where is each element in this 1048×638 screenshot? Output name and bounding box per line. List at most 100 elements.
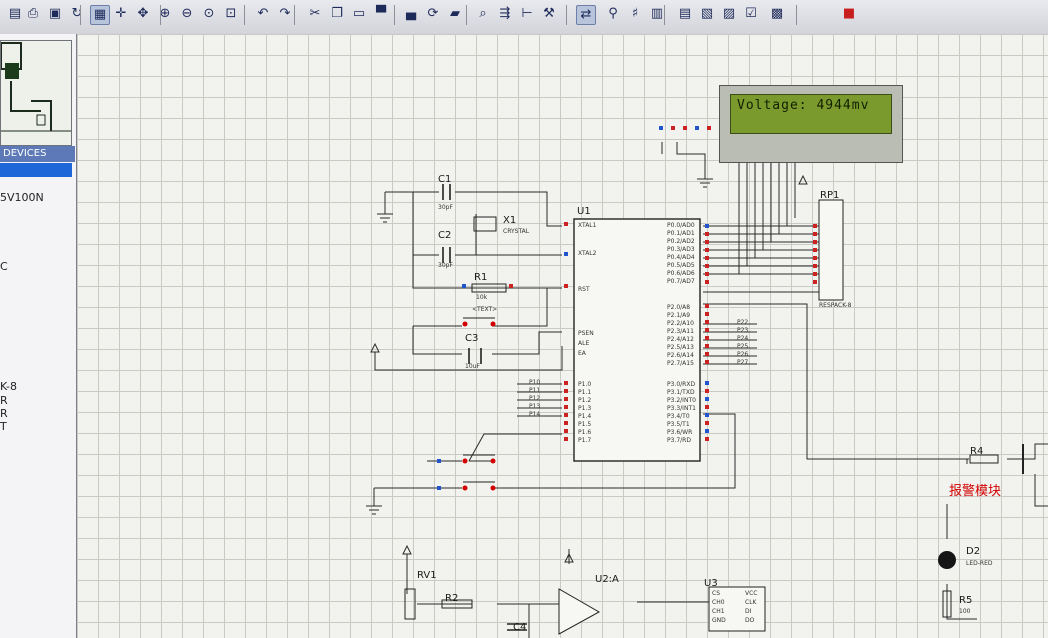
- print-icon[interactable]: ⎙: [27, 6, 39, 21]
- u3-pin-label: CH0: [712, 599, 725, 606]
- redo-icon[interactable]: ↷: [279, 6, 291, 21]
- wire-autorouter-icon[interactable]: ⇄: [576, 5, 596, 25]
- pin-marker: [564, 413, 568, 417]
- u1-pin-label: P2.1/A9: [667, 312, 691, 319]
- pin-marker: [705, 397, 709, 401]
- copy-icon[interactable]: ❐: [331, 6, 343, 21]
- device-item[interactable]: R: [0, 394, 8, 407]
- device-item[interactable]: C: [0, 260, 8, 273]
- property-assign-icon[interactable]: ♯: [631, 6, 639, 21]
- pin-marker: [705, 224, 709, 228]
- grid-icon[interactable]: ▦: [90, 5, 110, 25]
- c2-value: 30pF: [438, 262, 453, 269]
- lcd-display-text: Voltage: 4944mv: [730, 94, 892, 134]
- device-item[interactable]: T: [0, 420, 7, 433]
- packaging-icon[interactable]: ⊢: [521, 6, 533, 21]
- new-sheet-icon[interactable]: ▥: [650, 6, 664, 21]
- u1-pin-label: P0.1/AD1: [667, 230, 695, 237]
- device-item[interactable]: K-8: [0, 380, 18, 393]
- u3-pin-label: CS: [712, 590, 720, 597]
- net-label: P27: [737, 359, 749, 366]
- u1-pin-label: P1.3: [578, 405, 592, 412]
- refresh-icon[interactable]: ↻: [71, 6, 83, 21]
- r1-value: 10k: [476, 294, 488, 301]
- u1-pin-label: XTAL1: [578, 222, 597, 229]
- pin-marker: [813, 248, 817, 252]
- u1-pin-label: RST: [578, 286, 590, 293]
- toolbar-separator: [664, 5, 665, 25]
- net-label: P24: [737, 335, 749, 342]
- pin-marker: [564, 389, 568, 393]
- page-icon[interactable]: ▣: [48, 6, 62, 21]
- devices-selection[interactable]: [0, 163, 72, 177]
- zoom-area-icon[interactable]: ⊡: [225, 6, 237, 21]
- u1-pin-label: P0.2/AD2: [667, 238, 695, 245]
- block-rotate-icon[interactable]: ⟳: [427, 6, 439, 21]
- block-move-icon[interactable]: ▄: [406, 6, 416, 21]
- schematic-canvas[interactable]: Voltage: 4944mv C1 30pF C2 30pF X1 CRYST…: [77, 34, 1048, 638]
- paste-icon[interactable]: ▭: [352, 6, 366, 21]
- pin-marker: [705, 312, 709, 316]
- origin-icon[interactable]: ✛: [115, 6, 127, 21]
- pin-marker: [705, 280, 709, 284]
- u1-pin-label: P3.6/WR: [667, 429, 693, 436]
- zoom-all-icon[interactable]: ⊙: [203, 6, 215, 21]
- alarm-module-label: 报警模块: [949, 484, 1002, 499]
- pin-marker: [705, 352, 709, 356]
- undo-icon[interactable]: ↶: [257, 6, 269, 21]
- erc-icon[interactable]: ☑: [745, 6, 757, 21]
- block-delete-icon[interactable]: ▰: [450, 6, 460, 21]
- block-copy-icon[interactable]: ▀: [376, 6, 386, 21]
- decompose-icon[interactable]: ⚒: [543, 6, 555, 21]
- c3-label: C3: [465, 333, 479, 344]
- zoom-in-icon[interactable]: ⊕: [159, 6, 171, 21]
- text-placeholder: <TEXT>: [472, 306, 498, 313]
- lcd-module[interactable]: Voltage: 4944mv: [719, 85, 903, 163]
- pin-marker: [705, 328, 709, 332]
- pin-marker: [705, 272, 709, 276]
- overview-preview: [0, 42, 71, 132]
- u1-pin-label: P2.7/A15: [667, 360, 694, 367]
- u1-pin-label: P2.3/A11: [667, 328, 694, 335]
- u1-pin-label: P2.6/A14: [667, 352, 694, 359]
- cut-icon[interactable]: ✂: [309, 6, 321, 21]
- c1-value: 30pF: [438, 204, 453, 211]
- u1-pin-label: P1.7: [578, 437, 592, 444]
- zoom-out-icon[interactable]: ⊖: [181, 6, 193, 21]
- netlist-icon[interactable]: ▩: [770, 6, 784, 21]
- pin-marker: [695, 126, 699, 130]
- device-item[interactable]: 5V100N: [0, 191, 44, 204]
- u1-pin-label: P3.7/RD: [667, 437, 691, 444]
- bom-icon[interactable]: ▨: [722, 6, 736, 21]
- toolbar-separator: [566, 5, 567, 25]
- u3-pin-label: GND: [712, 617, 726, 624]
- device-item[interactable]: R: [0, 407, 8, 420]
- pin-marker: [705, 232, 709, 236]
- pin-marker: [564, 222, 568, 226]
- pin-marker: [705, 248, 709, 252]
- ares-icon[interactable]: ■: [842, 6, 856, 21]
- open-icon[interactable]: ▤: [8, 6, 22, 21]
- pin-marker: [813, 232, 817, 236]
- x1-value: CRYSTAL: [503, 228, 530, 235]
- u1-pin-label: P2.4/A12: [667, 336, 694, 343]
- pin-marker: [564, 284, 568, 288]
- c2-label: C2: [438, 230, 452, 241]
- make-device-icon[interactable]: ⇶: [499, 6, 511, 21]
- u1-pin-label: ALE: [578, 340, 590, 347]
- u1-pin-label: P1.4: [578, 413, 592, 420]
- pin-marker: [705, 264, 709, 268]
- search-tag-icon[interactable]: ⚲: [608, 6, 618, 21]
- pin-marker: [705, 405, 709, 409]
- r1-label: R1: [474, 272, 488, 283]
- schematic-wires: [366, 126, 1048, 638]
- pin-marker: [564, 405, 568, 409]
- pan-icon[interactable]: ✥: [137, 6, 149, 21]
- toolbar: ▤ ⎙ ▣ ↻ ▦ ✛ ✥ ⊕ ⊖ ⊙ ⊡ ↶ ↷ ✂ ❐ ▭ ▀ ▄ ⟳ ▰ ⌕ ⇶ ⊢ ⚒ ⇄ ⚲ ♯ ▥ ▤ ▧ ▨ ☑ ▩ ■: [0, 0, 1048, 35]
- pin-marker: [437, 486, 441, 490]
- goto-sheet-icon[interactable]: ▧: [700, 6, 714, 21]
- remove-sheet-icon[interactable]: ▤: [678, 6, 692, 21]
- overview-window[interactable]: [0, 40, 72, 146]
- pin-marker: [705, 320, 709, 324]
- pick-device-icon[interactable]: ⌕: [479, 6, 487, 21]
